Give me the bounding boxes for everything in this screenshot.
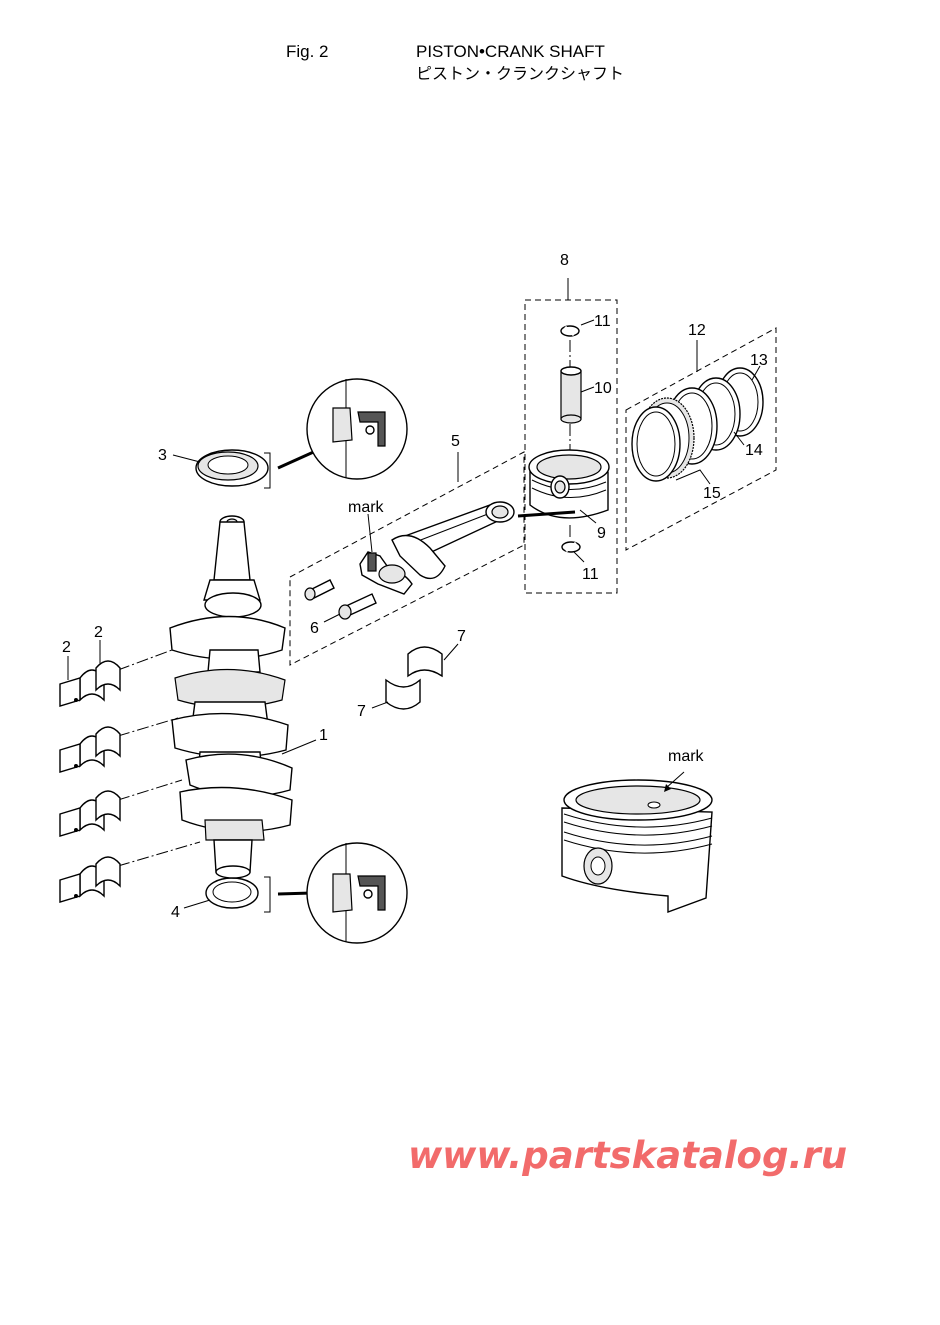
bracket-3: [264, 452, 271, 489]
piston-ring-group-box: [625, 327, 777, 551]
leader-arrow-mark: [665, 771, 685, 789]
rod-bearing-upper: [407, 646, 443, 678]
connecting-rod-bolt-lower: [338, 593, 377, 620]
callout-9: 9: [597, 525, 606, 542]
leader-line-15: [675, 469, 711, 485]
piston-mark-detail: [561, 779, 713, 914]
detail-pointer-3: [277, 448, 319, 470]
mark-label-rod: mark: [348, 499, 385, 516]
callout-3: 3: [158, 447, 167, 464]
circlip-bottom: [561, 541, 581, 553]
callout-5: 5: [451, 433, 460, 450]
leader-line-mark-rod: [367, 513, 373, 553]
main-bearing-2: [59, 726, 121, 773]
oil-seal-lower: [205, 877, 259, 909]
leader-line-7b: [371, 701, 389, 709]
piston-pin: [560, 366, 582, 424]
watermark-text: www.partskatalog.ru: [408, 1134, 848, 1177]
callout-12: 12: [688, 322, 706, 339]
leader-line-9: [579, 509, 597, 524]
callout-6: 6: [310, 620, 319, 637]
connecting-rod: [359, 501, 515, 595]
callout-11-bottom: 11: [582, 566, 599, 583]
leader-line-4: [183, 899, 211, 909]
oil-seal-upper: [195, 449, 269, 487]
callout-10: 10: [594, 380, 612, 397]
piston-assembly-group-box: [524, 299, 618, 594]
callout-7-bottom: 7: [357, 703, 366, 720]
leader-line-7a: [443, 643, 459, 661]
pin-bore-axis: [517, 510, 576, 518]
callout-2-left: 2: [62, 639, 71, 656]
main-bearing-4: [59, 856, 121, 903]
leader-line-1: [281, 739, 317, 755]
callout-15: 15: [703, 485, 721, 502]
bearing-axis-4: [117, 841, 201, 867]
page-title: PISTON•CRANK SHAFT: [416, 42, 605, 61]
seal-detail-lower: [306, 842, 408, 944]
callout-4: 4: [171, 904, 180, 921]
bearing-axis-1: [117, 649, 173, 671]
bearing-axis-2: [117, 717, 179, 737]
connecting-rod-group-box: [289, 451, 525, 666]
callout-1: 1: [319, 727, 328, 744]
leader-line-3: [172, 454, 201, 463]
page-title-japanese: ピストン・クランクシャフト: [416, 64, 625, 83]
piston: [528, 449, 610, 519]
mark-label-piston: mark: [668, 748, 705, 765]
leader-line-6: [323, 613, 341, 623]
crankshaft: [169, 515, 293, 879]
leader-line-10: [580, 386, 595, 393]
bracket-4: [264, 876, 271, 913]
arrow-head: [664, 784, 671, 792]
circlip-top: [560, 325, 580, 337]
callout-13: 13: [750, 352, 768, 369]
callout-14: 14: [745, 442, 763, 459]
bearing-axis-3: [117, 779, 183, 801]
leader-line-11-top: [580, 319, 595, 326]
connecting-rod-bolt-upper: [304, 579, 335, 601]
main-bearing-1: [59, 660, 121, 707]
leader-line-13: [751, 365, 761, 381]
seal-detail-upper: [306, 378, 408, 480]
callout-2-right: 2: [94, 624, 103, 641]
piston-rings: [631, 367, 764, 482]
leader-line-11-bottom: [573, 551, 585, 563]
callout-7-top: 7: [457, 628, 466, 645]
leader-line-14: [733, 431, 745, 446]
main-bearing-3: [59, 790, 121, 837]
callout-8: 8: [560, 252, 569, 269]
figure-number: Fig. 2: [286, 42, 329, 61]
callout-11-top: 11: [594, 313, 611, 330]
rod-bearing-lower: [385, 678, 421, 710]
